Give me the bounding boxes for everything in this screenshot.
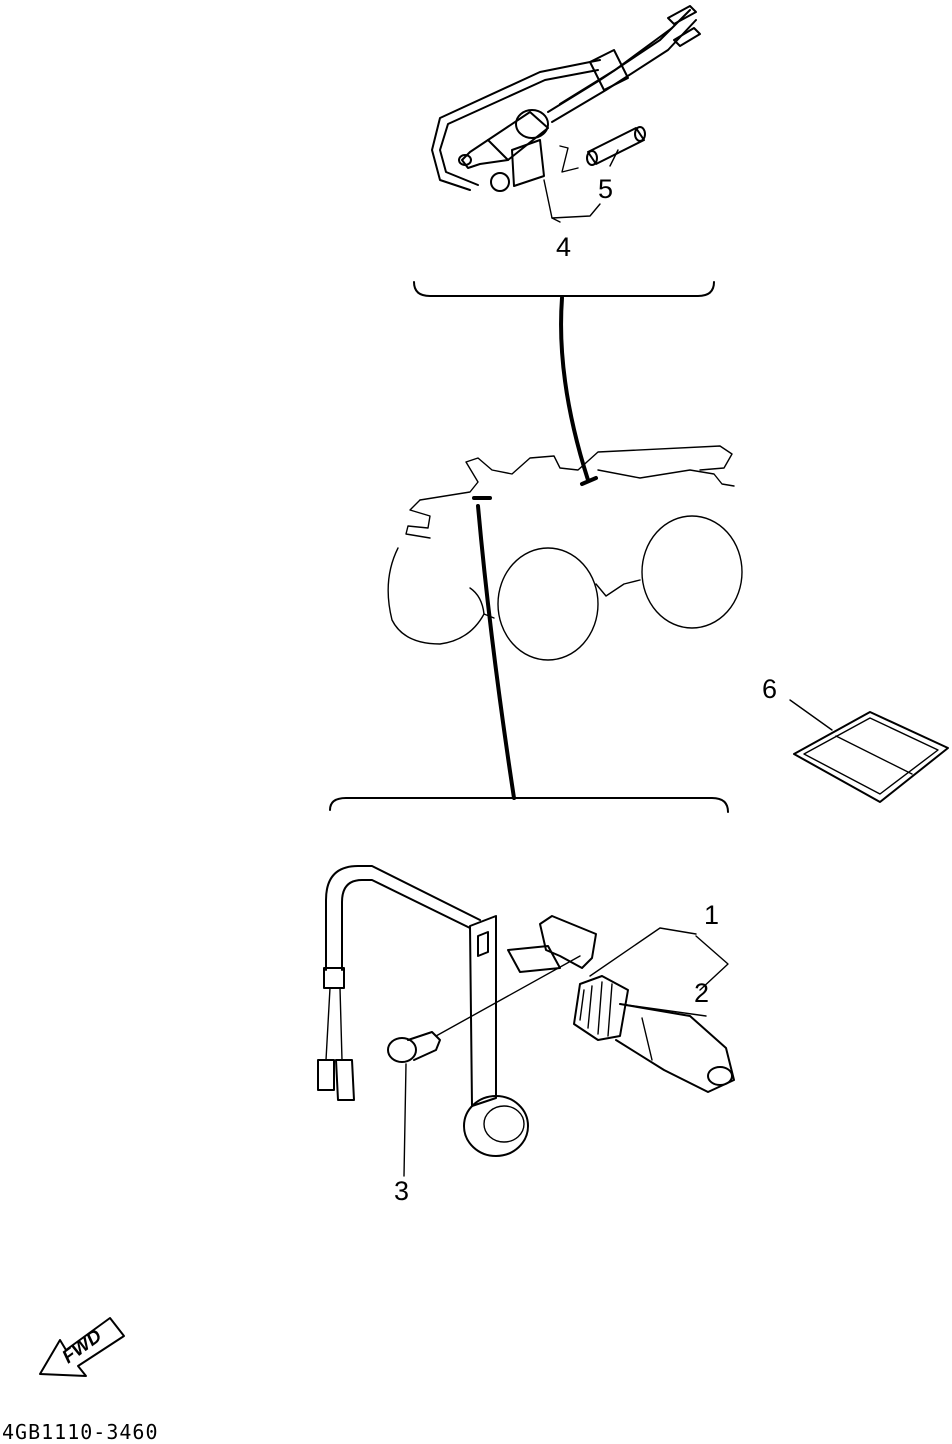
pad-part-drawing [789, 699, 949, 803]
callout-6: 6 [762, 674, 778, 704]
solenoid-assembly-drawing [431, 5, 701, 223]
fwd-arrow-icon [39, 1317, 125, 1377]
switch-assembly-drawing [317, 865, 735, 1177]
callout-3: 3 [394, 1176, 410, 1206]
atv-outline-drawing [387, 445, 743, 661]
upper-grouping-bracket [413, 281, 715, 297]
lower-grouping-bracket [329, 797, 729, 813]
upper-locator-line [559, 296, 590, 482]
callout-5: 5 [598, 174, 614, 204]
callout-4: 4 [556, 232, 572, 262]
fwd-label: FWD [59, 1325, 107, 1368]
callout-1: 1 [704, 900, 720, 930]
lower-locator-line [476, 504, 516, 800]
callout-2: 2 [694, 978, 710, 1008]
drawing-code-label: 4GB1110-3460 [2, 1420, 159, 1444]
